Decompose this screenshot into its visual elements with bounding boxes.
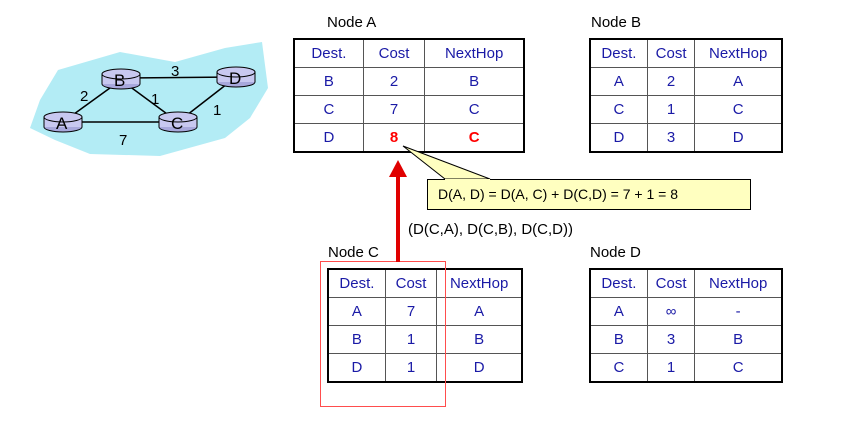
node-b-title: Node B — [591, 14, 642, 31]
node-c-title: Node C — [328, 244, 379, 261]
nexthop-cell: D — [436, 353, 523, 383]
cost-cell: 2 — [646, 67, 696, 96]
cost-calculation-callout: D(A, D) = D(A, C) + D(C,D) = 7 + 1 = 8 — [427, 179, 751, 210]
table-header-row: Dest. Cost NextHop — [589, 268, 783, 298]
dest-cell: D — [293, 123, 364, 153]
header-dest: Dest. — [293, 38, 364, 68]
dest-cell: C — [293, 95, 364, 124]
router-C-label: C — [171, 114, 183, 133]
table-header-row: Dest. Cost NextHop — [293, 38, 525, 68]
cost-cell: 7 — [362, 95, 426, 124]
cost-label-A-B: 2 — [80, 88, 88, 105]
table-row: D 1 D — [327, 353, 523, 383]
table-row: D 8 C — [293, 123, 525, 153]
header-cost: Cost — [384, 268, 438, 298]
nexthop-cell: B — [694, 325, 783, 354]
router-D-label: D — [229, 69, 241, 88]
cost-cell: 1 — [646, 95, 696, 124]
node-d-title: Node D — [590, 244, 641, 261]
header-cost: Cost — [646, 268, 696, 298]
dest-cell: D — [327, 353, 386, 383]
header-dest: Dest. — [589, 268, 648, 298]
node-d-routing-table: Dest. Cost NextHop A ∞ - B 3 B C 1 C — [589, 268, 783, 383]
node-a-routing-table: Dest. Cost NextHop B 2 B C 7 C D 8 C — [293, 38, 525, 153]
distance-vector-message: (D(C,A), D(C,B), D(C,D)) — [408, 221, 573, 238]
updated-cost-cell: 8 — [362, 123, 426, 153]
header-dest: Dest. — [589, 38, 648, 68]
table-row: B 2 B — [293, 67, 525, 96]
nexthop-cell: B — [436, 325, 523, 354]
cost-cell: 2 — [362, 67, 426, 96]
table-row: D 3 D — [589, 123, 783, 153]
nexthop-cell: C — [694, 353, 783, 383]
router-D-icon: D — [216, 66, 256, 88]
updated-nexthop-cell: C — [424, 123, 525, 153]
table-row: C 1 C — [589, 353, 783, 383]
cost-cell: 1 — [384, 353, 438, 383]
cost-cell: 3 — [646, 325, 696, 354]
cost-label-C-D: 1 — [213, 102, 221, 119]
dest-cell: A — [589, 297, 648, 326]
dest-cell: B — [327, 325, 386, 354]
nexthop-cell: C — [694, 95, 783, 124]
node-b-routing-table: Dest. Cost NextHop A 2 A C 1 C D 3 D — [589, 38, 783, 153]
table-row: A 7 A — [327, 297, 523, 326]
node-c-routing-table: Dest. Cost NextHop A 7 A B 1 B D 1 D — [327, 268, 523, 383]
cost-label-B-C: 1 — [151, 91, 159, 108]
nexthop-cell: A — [694, 67, 783, 96]
node-c-vector-highlight-box — [320, 261, 446, 407]
table-row: C 1 C — [589, 95, 783, 124]
header-nexthop: NextHop — [694, 268, 783, 298]
table-row: C 7 C — [293, 95, 525, 124]
dest-cell: A — [589, 67, 648, 96]
router-A-label: A — [56, 114, 68, 133]
table-row: B 1 B — [327, 325, 523, 354]
nexthop-cell: B — [424, 67, 525, 96]
table-header-row: Dest. Cost NextHop — [589, 38, 783, 68]
header-nexthop: NextHop — [436, 268, 523, 298]
cost-cell: 1 — [384, 325, 438, 354]
cost-label-B-D: 3 — [171, 63, 179, 80]
router-B-icon: B — [101, 68, 141, 90]
update-arrow-head-icon — [389, 160, 407, 177]
dest-cell: C — [589, 353, 648, 383]
node-a-title: Node A — [327, 14, 377, 31]
header-cost: Cost — [646, 38, 696, 68]
cost-label-A-C: 7 — [119, 132, 127, 149]
nexthop-cell: D — [694, 123, 783, 153]
table-header-row: Dest. Cost NextHop — [327, 268, 523, 298]
header-dest: Dest. — [327, 268, 386, 298]
cost-cell: 1 — [646, 353, 696, 383]
dest-cell: D — [589, 123, 648, 153]
cost-cell: ∞ — [646, 297, 696, 326]
header-cost: Cost — [362, 38, 426, 68]
dest-cell: A — [327, 297, 386, 326]
nexthop-cell: - — [694, 297, 783, 326]
cost-cell: 3 — [646, 123, 696, 153]
dest-cell: B — [589, 325, 648, 354]
dest-cell: C — [589, 95, 648, 124]
header-nexthop: NextHop — [694, 38, 783, 68]
network-diagram: 2 3 1 1 7 B D A C — [30, 42, 268, 156]
header-nexthop: NextHop — [424, 38, 525, 68]
router-B-label: B — [114, 71, 125, 90]
table-row: A 2 A — [589, 67, 783, 96]
router-A-icon: A — [43, 111, 83, 133]
nexthop-cell: A — [436, 297, 523, 326]
network-cloud — [30, 42, 268, 156]
router-C-icon: C — [158, 111, 198, 133]
table-row: A ∞ - — [589, 297, 783, 326]
dest-cell: B — [293, 67, 364, 96]
table-row: B 3 B — [589, 325, 783, 354]
nexthop-cell: C — [424, 95, 525, 124]
